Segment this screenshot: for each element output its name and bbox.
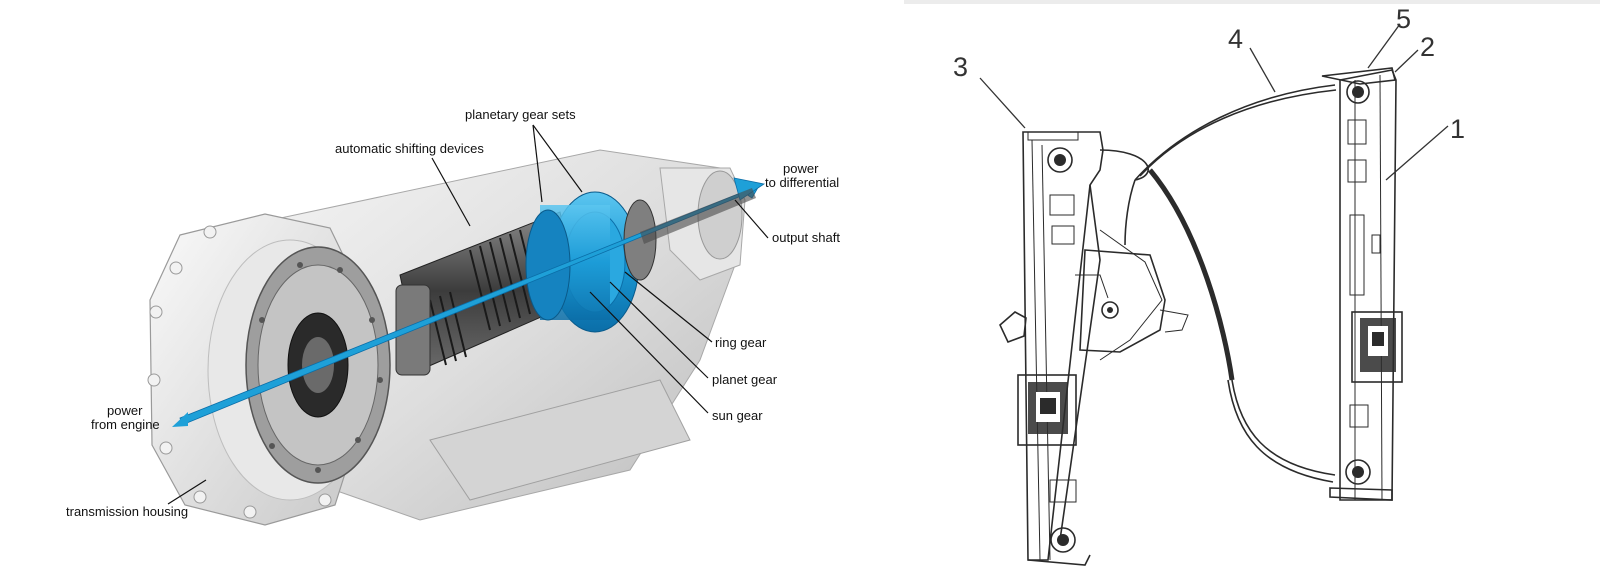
part-number-4: 4 [1228, 24, 1243, 54]
label-output-shaft: output shaft [772, 230, 840, 245]
cable-sheath [1148, 168, 1235, 381]
leader-part-2 [1394, 49, 1419, 73]
label-automatic-shifting-devices: automatic shifting devices [335, 141, 484, 156]
leader-part-4 [1249, 47, 1276, 93]
leader-part-3 [979, 77, 1026, 129]
label-power-to-differential-1: power [783, 161, 819, 176]
oil-pan [429, 379, 691, 501]
leader-sun-gear [589, 291, 709, 414]
transmission-cutaway-illustration: planetary gear sets automatic shifting d… [66, 107, 840, 526]
output-shaft [640, 188, 756, 244]
label-transmission-housing: transmission housing [66, 504, 188, 519]
label-power-from-engine-1: power [107, 403, 143, 418]
part-number-5: 5 [1396, 4, 1411, 34]
leader-housing [167, 479, 207, 505]
label-planetary-gear-sets: planetary gear sets [465, 107, 576, 122]
leader-ring-gear [624, 271, 713, 343]
power-flow-tail [172, 412, 188, 427]
drawing-top-border [904, 0, 1600, 4]
label-ring-gear: ring gear [715, 335, 767, 350]
leader-part-1 [1385, 125, 1449, 181]
cables [1099, 84, 1337, 483]
leader-planetary-2 [532, 124, 583, 193]
bell-bolts [147, 225, 332, 519]
leader-shifting [431, 157, 471, 227]
leader-part-5 [1367, 23, 1401, 69]
leader-planetary-1 [532, 124, 543, 203]
label-power-from-engine-2: from engine [91, 417, 160, 432]
leader-output-shaft [734, 199, 769, 239]
label-planet-gear: planet gear [712, 372, 778, 387]
label-power-to-differential-2: to differential [765, 175, 839, 190]
label-sun-gear: sun gear [712, 408, 763, 423]
leader-planet-gear [609, 281, 709, 379]
right-rail-assembly [1321, 67, 1403, 501]
window-regulator-drawing: 3 4 5 2 1 [904, 0, 1600, 566]
part-number-2: 2 [1420, 32, 1435, 62]
part-number-3: 3 [953, 52, 968, 82]
left-rail-assembly [999, 131, 1189, 566]
plate-bolts [255, 262, 383, 473]
part-number-1: 1 [1450, 114, 1465, 144]
